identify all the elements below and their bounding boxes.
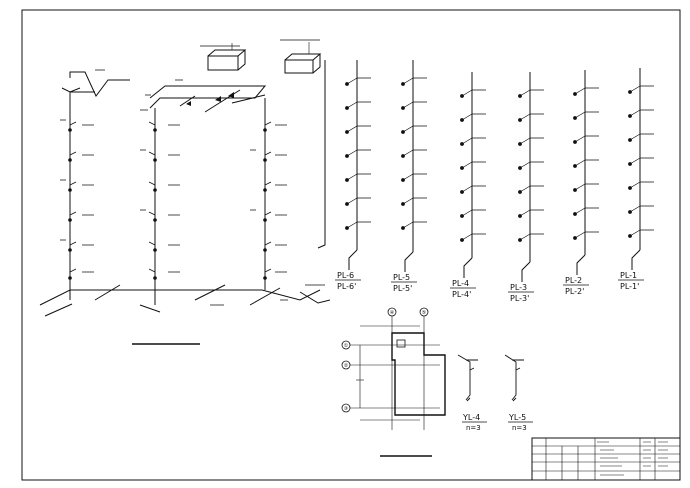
branch-ticks bbox=[69, 121, 272, 273]
title-block bbox=[531, 437, 681, 481]
isometric-system bbox=[39, 42, 331, 317]
yl-labels: YL-4 n=3 YL-5 n=3 bbox=[462, 413, 533, 432]
floor-drain-icon bbox=[628, 234, 632, 238]
pl-riser bbox=[518, 72, 544, 282]
axis-label: ② bbox=[344, 363, 349, 369]
floor-drain-icon bbox=[460, 142, 464, 146]
floor-drain-icon bbox=[573, 164, 577, 168]
floor-drain-icon bbox=[401, 82, 405, 86]
floor-drain-icon bbox=[628, 138, 632, 142]
pl-label-top: PL-2 bbox=[565, 276, 582, 285]
floor-drain-icon bbox=[628, 90, 632, 94]
floor-drain-icon bbox=[518, 190, 522, 194]
floor-drain-icon bbox=[518, 238, 522, 242]
floor-drain-icon bbox=[460, 190, 464, 194]
axis-label: ⑤ bbox=[422, 310, 426, 316]
floor-drain-icon bbox=[345, 226, 349, 230]
floor-drain-icon bbox=[345, 154, 349, 158]
floor-drain-icon bbox=[518, 166, 522, 170]
floor-drain-icon bbox=[401, 106, 405, 110]
floor-drain-icon bbox=[460, 238, 464, 242]
drawing-border bbox=[21, 9, 681, 481]
floor-drain-icon bbox=[345, 178, 349, 182]
yl-risers bbox=[457, 354, 524, 402]
floor-drain-icon bbox=[460, 166, 464, 170]
floor-drain-icon bbox=[573, 236, 577, 240]
pl-label-bottom: PL-4' bbox=[452, 290, 471, 299]
yl-label-bottom: n=3 bbox=[466, 424, 481, 432]
floor-drain-icon bbox=[460, 118, 464, 122]
pl-label-top: PL-6 bbox=[337, 271, 354, 280]
pl-label-top: PL-1 bbox=[620, 271, 637, 280]
floor-drain-icon bbox=[573, 212, 577, 216]
water-tank-icon bbox=[284, 53, 322, 74]
valve-icon bbox=[68, 92, 267, 280]
axis-label: ③ bbox=[344, 406, 348, 412]
floor-drain-icon bbox=[460, 214, 464, 218]
pl-label-top: PL-4 bbox=[452, 279, 469, 288]
pl-label-bottom: PL-3' bbox=[510, 294, 529, 303]
pl-label-top: PL-3 bbox=[510, 283, 527, 292]
pl-riser bbox=[573, 70, 599, 275]
floor-drain-icon bbox=[460, 94, 464, 98]
floor-drain-icon bbox=[345, 130, 349, 134]
floor-drain-icon bbox=[401, 154, 405, 158]
pl-riser-group: PL-6PL-6' PL-5PL-5' PL-4PL-4' PL-3PL-3' PL-2… bbox=[335, 60, 654, 303]
floor-drain-icon bbox=[345, 106, 349, 110]
floor-drain-icon bbox=[573, 140, 577, 144]
floor-drain-icon bbox=[518, 94, 522, 98]
pl-label-bottom: PL-2' bbox=[565, 287, 584, 296]
plan-detail bbox=[350, 316, 446, 430]
pl-riser bbox=[628, 68, 654, 270]
axis-label: ④ bbox=[390, 310, 395, 316]
plan-axis-markers: ① ② ③ ④ ⑤ bbox=[341, 307, 429, 413]
floor-drain-icon bbox=[401, 202, 405, 206]
pl-riser bbox=[460, 72, 486, 278]
floor-drain-icon bbox=[573, 116, 577, 120]
floor-drain-icon bbox=[345, 82, 349, 86]
floor-drain-icon bbox=[628, 186, 632, 190]
floor-drain-icon bbox=[628, 210, 632, 214]
axis-label: ① bbox=[344, 343, 349, 349]
floor-drain-icon bbox=[573, 92, 577, 96]
floor-drain-icon bbox=[345, 202, 349, 206]
pl-label-top: PL-5 bbox=[393, 273, 410, 282]
annotation-marks bbox=[60, 39, 325, 306]
yl-label-top: YL-5 bbox=[508, 413, 526, 422]
pl-label-bottom: PL-5' bbox=[393, 284, 412, 293]
water-tank-icon bbox=[207, 49, 247, 71]
floor-drain-icon bbox=[518, 214, 522, 218]
floor-drain-icon bbox=[628, 162, 632, 166]
floor-drain-icon bbox=[401, 130, 405, 134]
pl-label-bottom: PL-1' bbox=[620, 282, 639, 291]
floor-drain-icon bbox=[573, 188, 577, 192]
pl-riser bbox=[401, 60, 427, 272]
yl-label-bottom: n=3 bbox=[512, 424, 527, 432]
pl-riser bbox=[345, 60, 371, 270]
floor-drain-icon bbox=[518, 118, 522, 122]
floor-drain-icon bbox=[401, 226, 405, 230]
floor-drain-icon bbox=[401, 178, 405, 182]
floor-drain-icon bbox=[518, 142, 522, 146]
yl-label-top: YL-4 bbox=[462, 413, 480, 422]
pl-label-bottom: PL-6' bbox=[337, 282, 356, 291]
floor-drain-icon bbox=[628, 114, 632, 118]
